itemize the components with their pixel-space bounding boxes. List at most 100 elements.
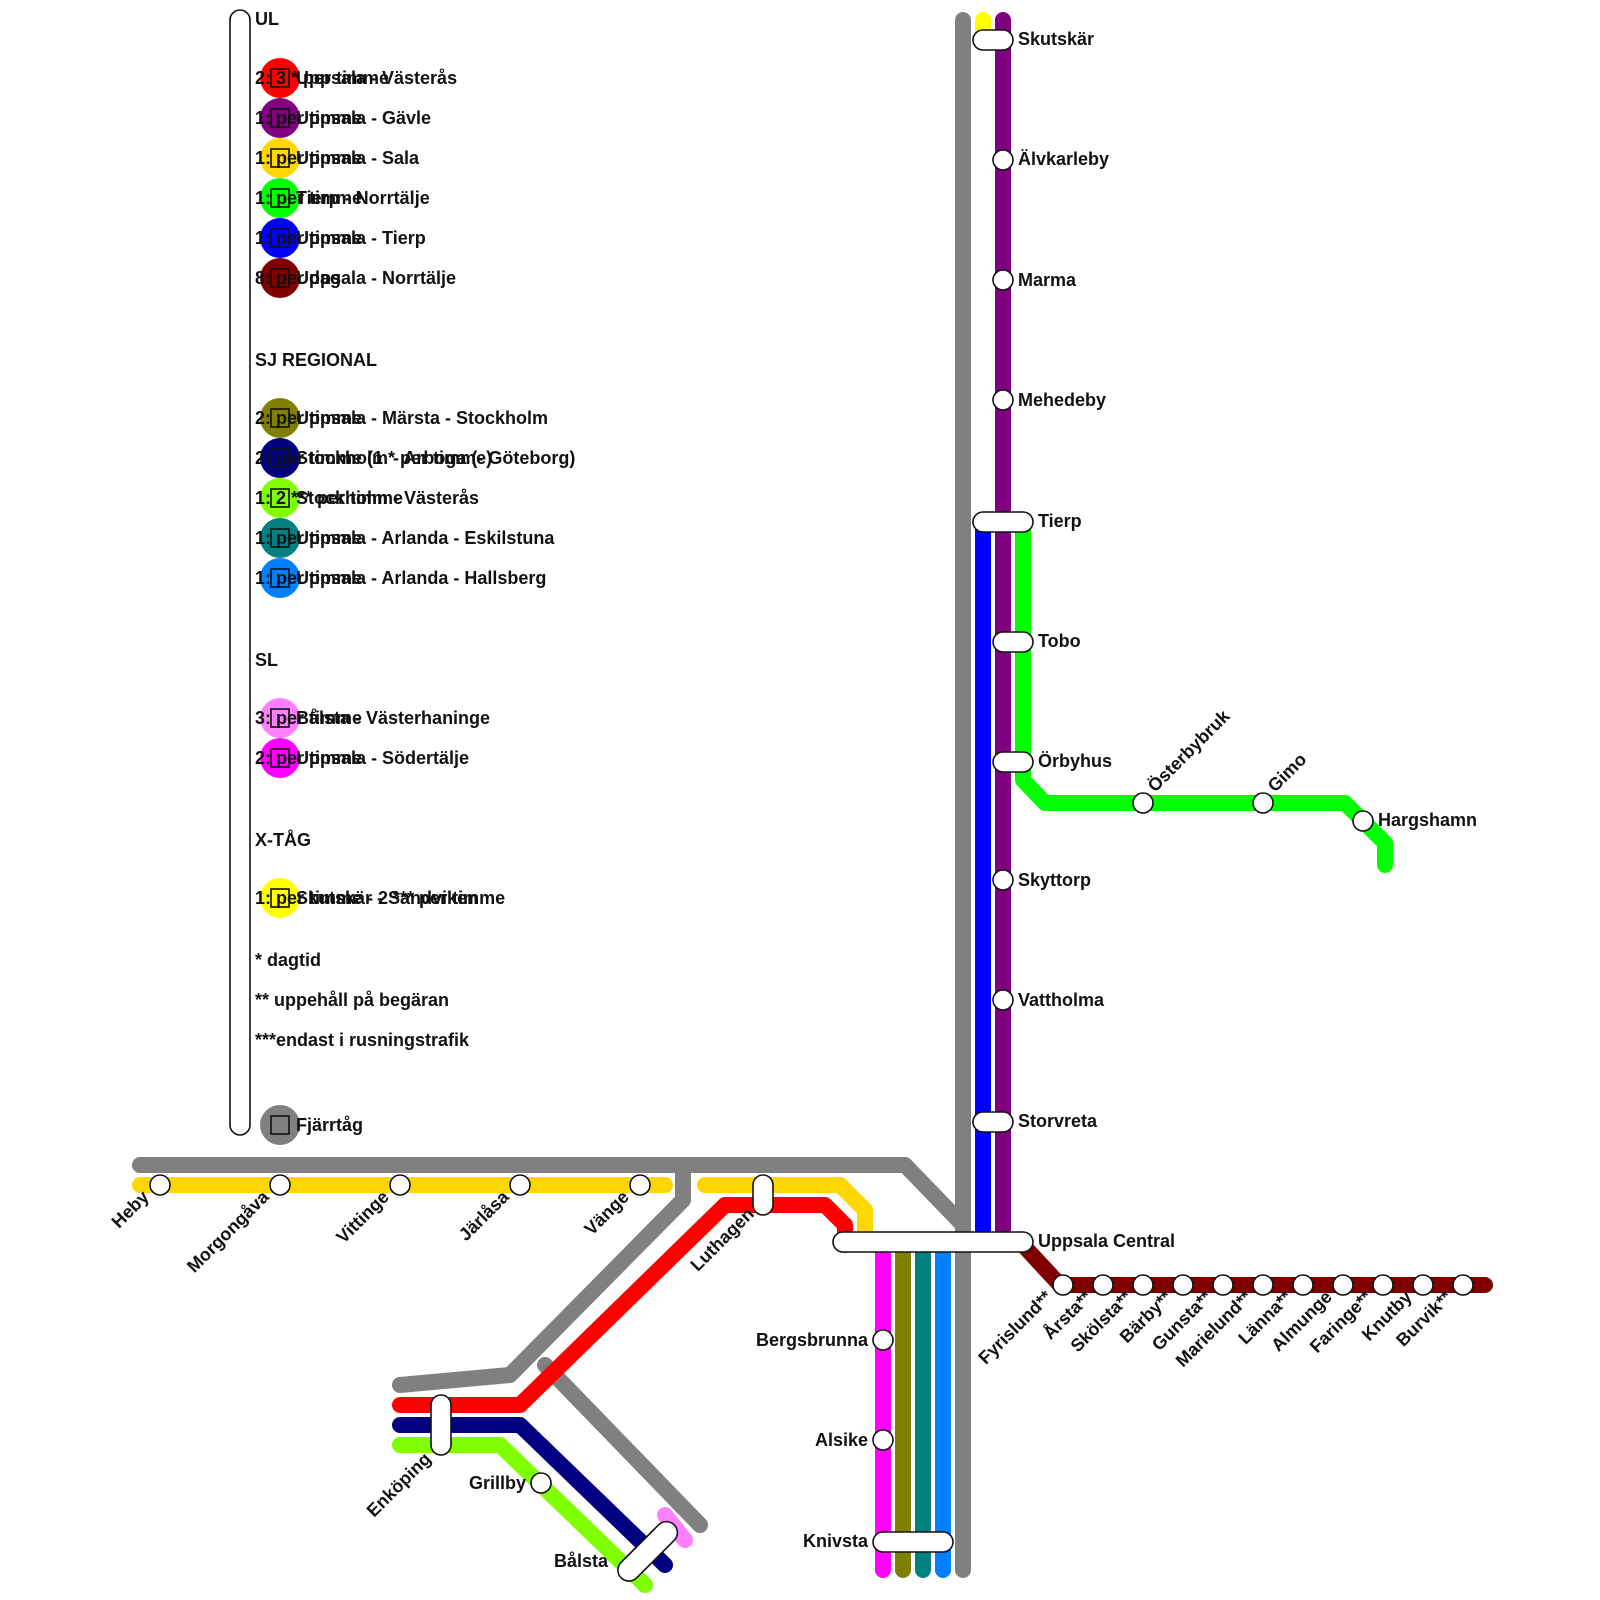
station-marker[interactable]: [1132, 792, 1154, 814]
station-marker[interactable]: [992, 989, 1014, 1011]
legend-section-title: SL: [255, 650, 278, 670]
station-marker[interactable]: [1372, 1274, 1394, 1296]
station-marker[interactable]: [389, 1174, 411, 1196]
legend-line-label: Uppsala - Arlanda - Hallsberg: [296, 568, 546, 588]
square-icon: [270, 528, 290, 548]
legend: UL 2: 3 * per timme Uppsala - Västerås 1…: [255, 9, 575, 1145]
station-label: Gimo: [1264, 749, 1311, 796]
station-label: Knivsta: [803, 1531, 869, 1551]
station-marker[interactable]: [1252, 792, 1274, 814]
legend-item: 2: 3 * per timme Uppsala - Västerås: [255, 58, 457, 98]
station-marker[interactable]: [992, 751, 1034, 773]
legend-item: 1: per timme Uppsala - Sala: [255, 138, 420, 178]
station-marker[interactable]: [1292, 1274, 1314, 1296]
station-label: Örbyhus: [1038, 751, 1112, 771]
station-label: Österbybruk: [1144, 705, 1235, 796]
station-marker[interactable]: [1172, 1274, 1194, 1296]
square-icon: [270, 568, 290, 588]
legend-frequency: 1: per timme - 2 *** per timme: [255, 888, 505, 908]
legend-frequency: 2: per timme (1 * per timme): [255, 448, 492, 468]
station-marker[interactable]: [613, 1517, 682, 1586]
legend-note: ** uppehåll på begäran: [255, 990, 449, 1010]
line-symbol-icon: [260, 178, 300, 218]
station-marker[interactable]: [1052, 1274, 1074, 1296]
station-label: Bålsta: [554, 1551, 609, 1571]
square-icon: [270, 188, 290, 208]
legend-line-label: Skutskär - Sandviken: [296, 888, 478, 908]
legend-line-label: Uppsala - Sala: [296, 148, 420, 168]
legend-frequency: 2: per timme: [255, 748, 362, 768]
legend-line-label: Uppsala - Norrtälje: [296, 268, 456, 288]
square-icon: [270, 448, 290, 468]
station-marker[interactable]: [872, 1429, 894, 1451]
legend-frequency: 1: 2 *** per timme: [255, 488, 403, 508]
station-marker[interactable]: [1212, 1274, 1234, 1296]
line-symbol-icon: [260, 478, 300, 518]
line-symbol-icon: [260, 138, 300, 178]
legend-line-label: Stockholm - Västerås: [296, 488, 479, 508]
legend-item: 1: per timme - 2 *** per timme Skutskär …: [255, 878, 505, 918]
legend-item: 1: per timme Uppsala - Arlanda - Eskilst…: [255, 518, 555, 558]
station-marker[interactable]: [629, 1174, 651, 1196]
station-label: Skyttorp: [1018, 870, 1091, 890]
station-label: Tierp: [1038, 511, 1082, 531]
station-marker[interactable]: [1352, 810, 1374, 832]
line-symbol-icon: [260, 738, 300, 778]
legend-frequency: 8: per dag: [255, 268, 341, 288]
square-icon: [270, 1115, 290, 1135]
station-marker[interactable]: [872, 1329, 894, 1351]
legend-note: * dagtid: [255, 950, 321, 970]
station-marker[interactable]: [269, 1174, 291, 1196]
line-symbol-icon: [260, 98, 300, 138]
station-marker[interactable]: [992, 389, 1014, 411]
legend-item: 2: per timme Uppsala - Märsta - Stockhol…: [255, 398, 548, 438]
station-marker[interactable]: [972, 511, 1034, 533]
station-marker[interactable]: [1452, 1274, 1474, 1296]
legend-line-label: Tierp - Norrtälje: [296, 188, 430, 208]
station-marker[interactable]: [872, 1531, 954, 1553]
legend-item: 1: per timme Uppsala - Tierp: [255, 218, 426, 258]
station-marker[interactable]: [992, 631, 1034, 653]
station-marker[interactable]: [509, 1174, 531, 1196]
station-marker[interactable]: [149, 1174, 171, 1196]
station-label: Uppsala Central: [1038, 1231, 1175, 1251]
square-icon: [270, 228, 290, 248]
legend-line-label: Uppsala - Märsta - Stockholm: [296, 408, 548, 428]
station-marker[interactable]: [530, 1472, 552, 1494]
legend-item: 8: per dag Uppsala - Norrtälje: [255, 258, 456, 298]
station-marker[interactable]: [1332, 1274, 1354, 1296]
station-label: Vattholma: [1018, 990, 1105, 1010]
legend-frequency: 1: per timme: [255, 148, 362, 168]
station-marker[interactable]: [992, 149, 1014, 171]
square-icon: [270, 708, 290, 728]
legend-frequency: 1: per timme: [255, 188, 362, 208]
station-marker[interactable]: [430, 1394, 452, 1456]
legend-item: 1: per timme Tierp - Norrtälje: [255, 178, 430, 218]
square-icon: [270, 148, 290, 168]
station-label: Mehedeby: [1018, 390, 1106, 410]
station-marker[interactable]: [752, 1174, 774, 1216]
line-fjarrtag: [132, 12, 971, 1578]
legend-line-label: Uppsala - Arlanda - Eskilstuna: [296, 528, 555, 548]
station-label: Enköping: [363, 1449, 435, 1521]
station-label: Tobo: [1038, 631, 1081, 651]
station-marker[interactable]: [1252, 1274, 1274, 1296]
line-symbol-icon: [260, 878, 300, 918]
station-marker[interactable]: [972, 29, 1014, 51]
line-symbol-icon: [260, 438, 300, 478]
station-marker[interactable]: [1092, 1274, 1114, 1296]
station-marker[interactable]: [992, 269, 1014, 291]
station-label: Skutskär: [1018, 29, 1094, 49]
station-marker[interactable]: [1412, 1274, 1434, 1296]
station-marker-uppsala-central[interactable]: [832, 1231, 1034, 1253]
line-symbol-icon: [260, 558, 300, 598]
station-label: Grillby: [469, 1473, 526, 1493]
station-marker[interactable]: [992, 869, 1014, 891]
legend-section-title: X-TÅG: [255, 830, 311, 850]
station-marker[interactable]: [972, 1111, 1014, 1133]
line-tierp-norrtalje: [1015, 512, 1393, 873]
station-label: Morgongåva: [183, 1186, 274, 1277]
legend-line-label: Uppsala - Tierp: [296, 228, 426, 248]
line-symbol-icon: [260, 698, 300, 738]
station-marker[interactable]: [1132, 1274, 1154, 1296]
